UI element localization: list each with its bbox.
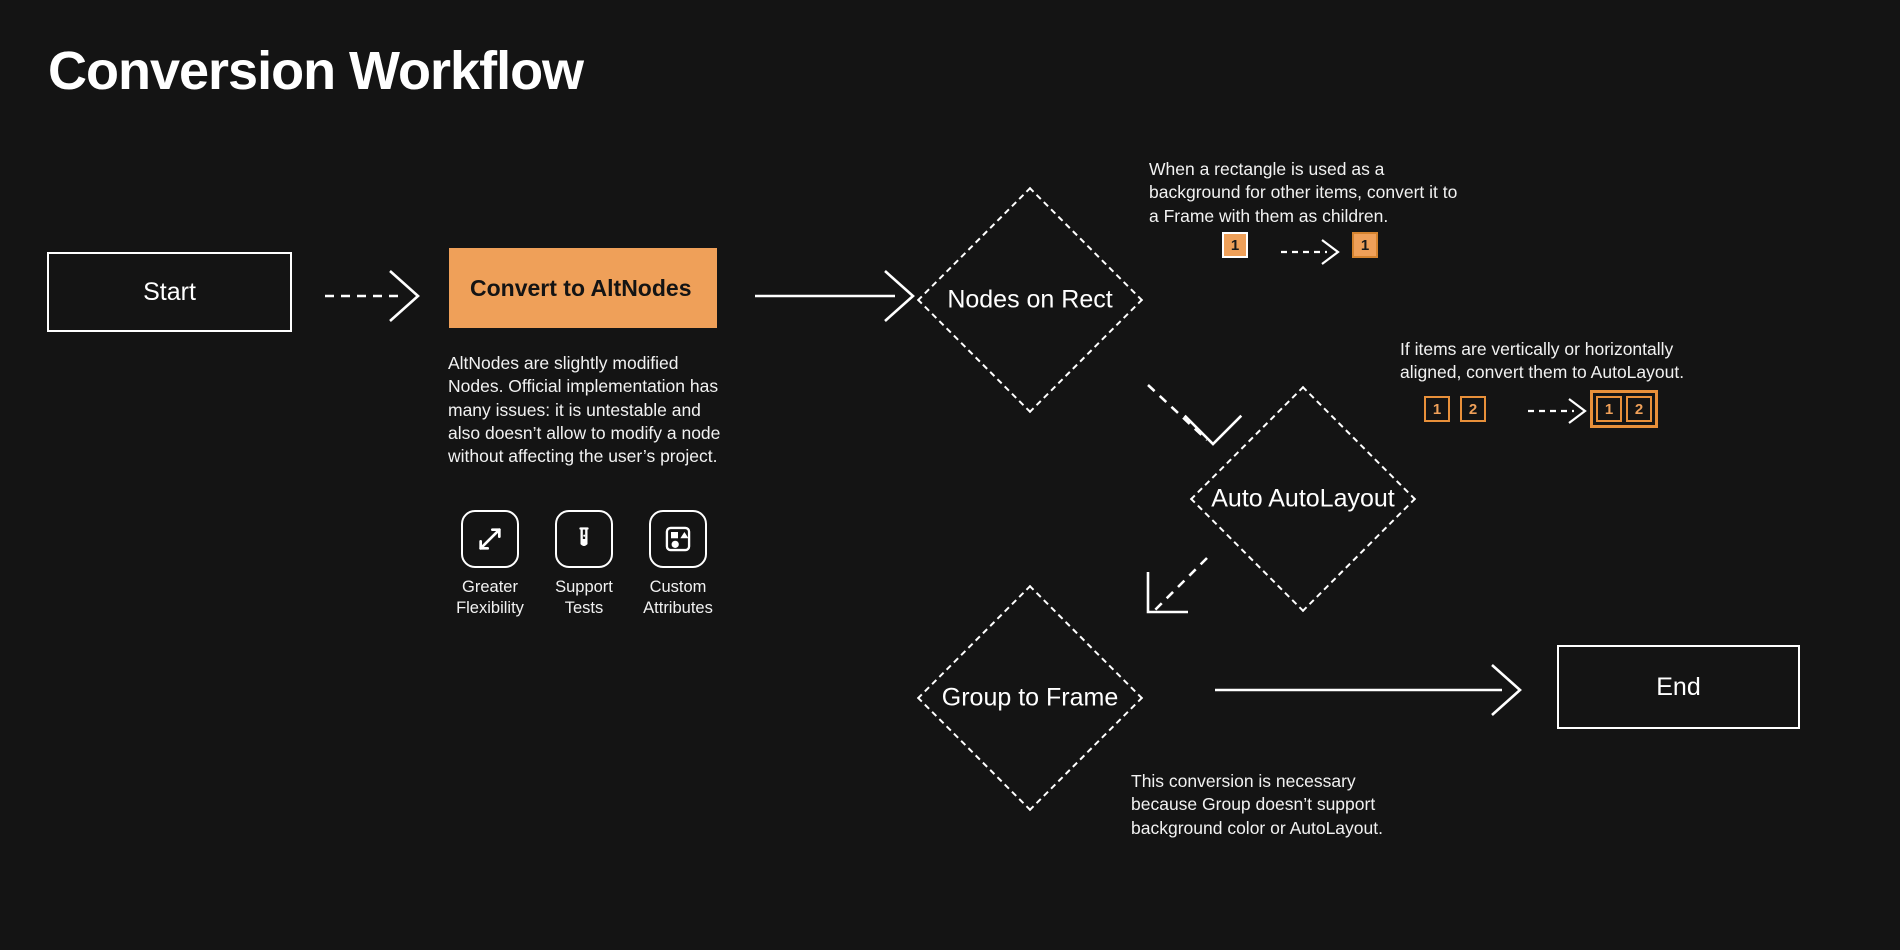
node-nodes-on-rect-label: Nodes on Rect: [947, 285, 1113, 314]
test-tube-icon: [555, 510, 613, 568]
chip-after-1: 1: [1596, 396, 1622, 422]
feature-label: Custom Attributes: [643, 578, 713, 617]
feature-support-tests[interactable]: Support Tests: [546, 510, 622, 619]
shapes-in-square-icon: [649, 510, 707, 568]
node-group-to-frame-label: Group to Frame: [941, 683, 1119, 712]
edge-start-to-convert: [325, 270, 420, 322]
chip-illustration-nodes-on-rect: 1 1: [1222, 232, 1378, 258]
node-end[interactable]: End: [1557, 645, 1800, 729]
chip-before-2: 2: [1460, 396, 1486, 422]
node-convert-label: Convert to AltNodes: [470, 274, 692, 301]
feature-label: Support Tests: [555, 578, 613, 617]
node-convert-to-altnodes[interactable]: Convert to AltNodes: [449, 248, 717, 328]
edge-auto-autolayout-to-group-to-frame: [1146, 557, 1208, 614]
chip-after-1: 1: [1352, 232, 1378, 258]
node-nodes-on-rect[interactable]: Nodes on Rect: [916, 186, 1144, 414]
node-auto-autolayout-label: Auto AutoLayout: [1211, 484, 1395, 513]
chip-after-frame: 1 2: [1590, 390, 1658, 428]
edge-convert-to-nodes-on-rect: [755, 270, 915, 322]
chip-illustration-auto-autolayout: 1 2 1 2: [1424, 390, 1658, 428]
page-title: Conversion Workflow: [48, 41, 584, 101]
note-group-to-frame: This conversion is necessary because Gro…: [1131, 771, 1383, 838]
note-auto-autolayout: If items are vertically or horizontally …: [1400, 339, 1685, 383]
node-auto-autolayout[interactable]: Auto AutoLayout: [1189, 385, 1417, 613]
note-nodes-on-rect: When a rectangle is used as a background…: [1149, 159, 1458, 226]
chip-before-1: 1: [1222, 232, 1248, 258]
chip-before-1: 1: [1424, 396, 1450, 422]
expand-diagonal-icon: [461, 510, 519, 568]
note-altnodes: AltNodes are slightly modified Nodes. Of…: [448, 353, 721, 467]
node-start-label: Start: [143, 277, 196, 306]
node-start[interactable]: Start: [47, 252, 292, 332]
node-group-to-frame[interactable]: Group to Frame: [916, 584, 1144, 812]
node-end-label: End: [1656, 672, 1701, 701]
feature-custom-attributes[interactable]: Custom Attributes: [640, 510, 716, 619]
feature-label: Greater Flexibility: [456, 578, 524, 617]
feature-list: Greater Flexibility Support Tests: [452, 510, 716, 619]
feature-greater-flexibility[interactable]: Greater Flexibility: [452, 510, 528, 619]
chip-after-2: 2: [1626, 396, 1652, 422]
edge-group-to-frame-to-end: [1215, 664, 1522, 716]
